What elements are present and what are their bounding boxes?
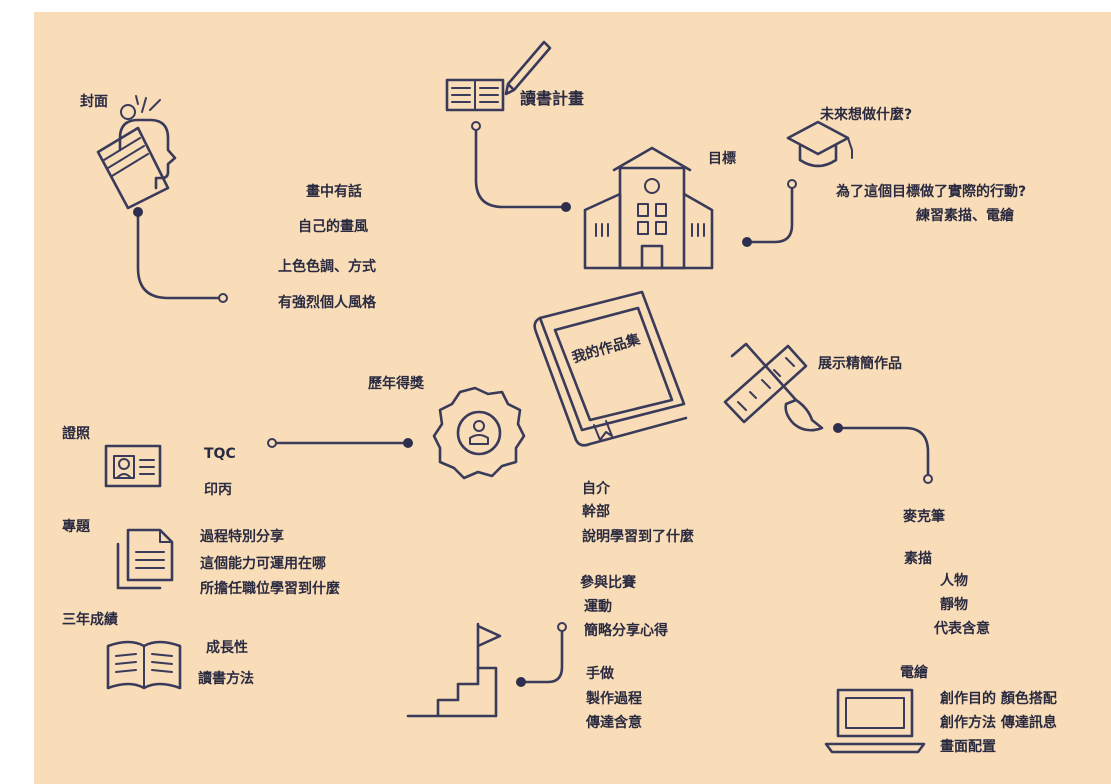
digital-title: 電繪: [900, 665, 928, 681]
connector-goal: [742, 179, 797, 247]
head-icon: [96, 95, 177, 210]
connector-reading-plan: [471, 121, 571, 212]
stairs-flag-icon: [406, 622, 502, 718]
school-building-icon: [583, 146, 714, 270]
connector-cover: [133, 207, 228, 303]
activities-item: 運動: [584, 599, 612, 615]
handmade-item: 傳達含意: [586, 715, 642, 731]
book-pencil-icon: [445, 40, 552, 112]
projects-title: 專題: [62, 519, 90, 535]
sketch-item: 代表含意: [934, 621, 990, 637]
cover-item: 有強烈個人風格: [278, 295, 376, 311]
activities-title: 參與比賽: [580, 575, 636, 591]
handmade-item: 製作過程: [586, 691, 642, 707]
grades-title: 三年成績: [62, 612, 118, 628]
digital-item: 創作目的 顏色搭配: [940, 691, 1057, 707]
project-item: 這個能力可運用在哪: [200, 556, 326, 572]
goal-question: 未來想做什麼?: [820, 107, 913, 123]
goal-title: 目標: [708, 151, 736, 167]
open-book-icon: [106, 640, 182, 690]
certificates-title: 證照: [62, 426, 90, 442]
id-card-icon: [104, 444, 162, 488]
showcase-marker: 麥克筆: [903, 509, 945, 525]
showcase-title: 展示精簡作品: [818, 356, 902, 372]
project-item: 所擔任職位學習到什麼: [200, 581, 340, 597]
activities-item: 簡略分享心得: [584, 623, 668, 639]
sketch-item: 靜物: [940, 597, 968, 613]
mind-map-panel: [34, 12, 1111, 784]
awards-title: 歷年得獎: [368, 376, 424, 392]
certificate-item: TQC: [204, 446, 236, 462]
connector-activities: [516, 622, 567, 687]
intro-item: 幹部: [582, 504, 610, 520]
goal-action-detail: 練習素描、電繪: [916, 208, 1014, 224]
connector-showcase: [833, 423, 933, 484]
digital-item: 畫面配置: [940, 739, 996, 755]
graduation-cap-icon: [786, 120, 853, 168]
intro-item: 說明學習到了什麼: [582, 529, 694, 545]
cover-title: 封面: [80, 94, 108, 110]
certificate-item: 印丙: [204, 482, 232, 498]
sketch-item: 人物: [940, 573, 968, 589]
goal-action: 為了這個目標做了實際的行動?: [836, 184, 1027, 200]
laptop-icon: [824, 688, 926, 754]
handmade-title: 手做: [586, 666, 614, 682]
cover-item: 上色色調、方式: [278, 259, 376, 275]
documents-icon: [116, 528, 174, 590]
ruler-brush-icon: [723, 342, 824, 432]
project-item: 過程特別分享: [200, 529, 284, 545]
digital-item: 創作方法 傳達訊息: [940, 715, 1057, 731]
grades-item: 讀書方法: [198, 671, 254, 687]
reading-plan-title: 讀書計畫: [520, 89, 585, 108]
grades-item: 成長性: [206, 640, 248, 656]
cover-item: 畫中有話: [306, 184, 362, 200]
connector-awards: [267, 438, 413, 448]
award-badge-icon: [432, 386, 526, 480]
portfolio-book-icon: [533, 290, 688, 447]
cover-item: 自己的畫風: [298, 219, 368, 235]
sketch-title: 素描: [904, 551, 932, 567]
intro-item: 自介: [582, 481, 610, 497]
